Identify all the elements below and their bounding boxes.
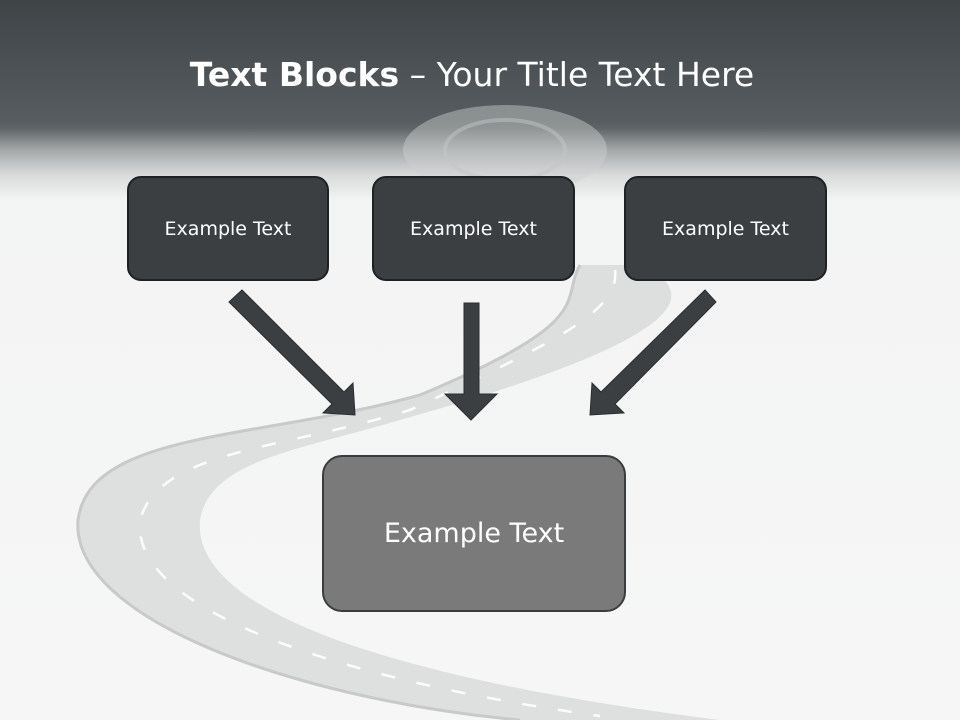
road-curl	[403, 105, 607, 195]
text-block-2[interactable]: Example Text	[372, 176, 575, 281]
main-text-block-label: Example Text	[383, 518, 565, 549]
main-text-block[interactable]: Example Text	[322, 455, 626, 612]
text-block-1-label: Example Text	[164, 217, 292, 240]
arrow-down-icon	[443, 302, 499, 421]
text-block-3[interactable]: Example Text	[624, 176, 827, 281]
road-body	[77, 265, 721, 720]
arrow-down-right-icon	[228, 289, 356, 416]
text-block-1[interactable]: Example Text	[127, 176, 329, 281]
text-block-2-label: Example Text	[410, 217, 537, 240]
road-lane-dashes	[138, 269, 617, 718]
text-block-3-label: Example Text	[662, 217, 789, 240]
title-bold: Text Blocks	[189, 55, 400, 94]
header-band	[0, 0, 960, 200]
arrow-down-left-icon	[589, 289, 717, 416]
road-edge-left	[76, 264, 582, 720]
title-rest: – Your Title Text Here	[399, 55, 755, 94]
slide-title: Text Blocks – Your Title Text Here	[0, 50, 944, 100]
